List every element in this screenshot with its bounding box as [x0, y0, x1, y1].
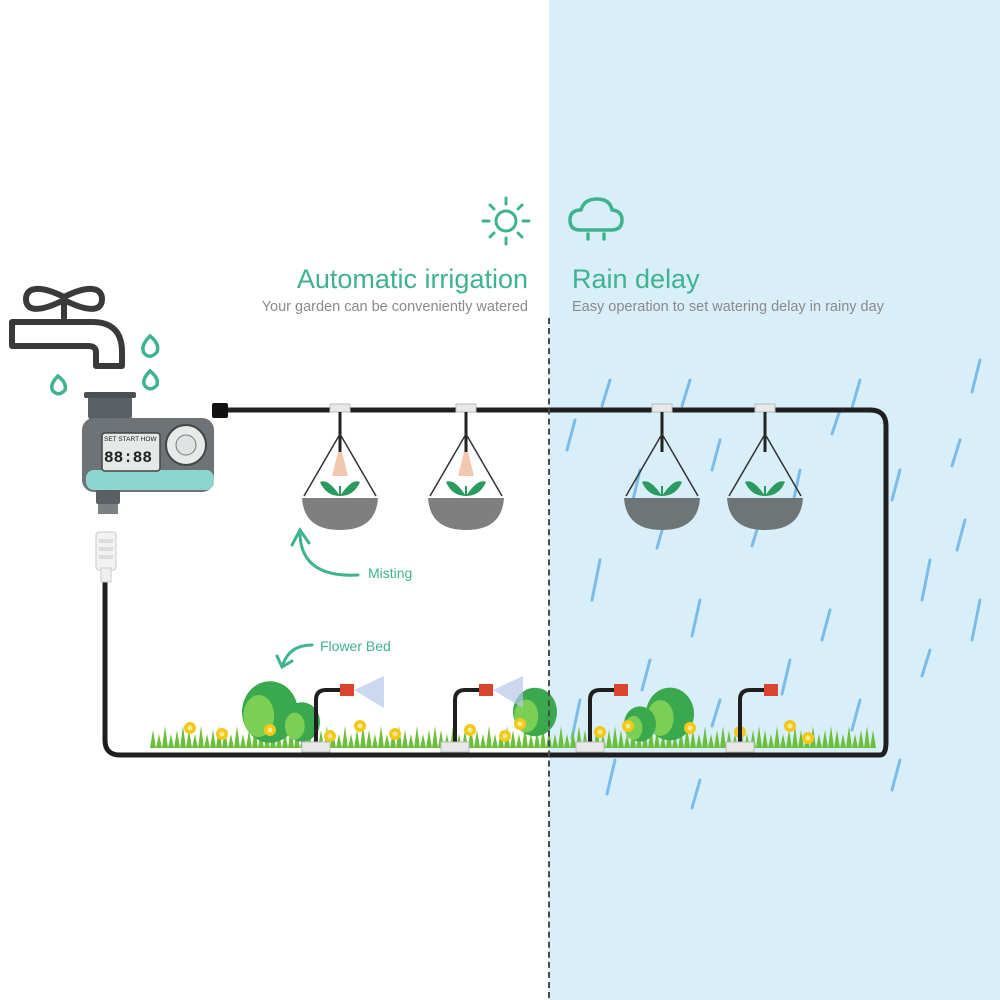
- rain-delay-subtitle: Easy operation to set watering delay in …: [572, 299, 884, 315]
- leaf-icon: [745, 481, 765, 496]
- leaf-icon: [642, 481, 662, 496]
- timer-lcd-labels: SET START HOW: [104, 436, 157, 443]
- mist-spray: [458, 452, 474, 476]
- sprinkler-head: [764, 684, 778, 696]
- automatic-irrigation-subtitle: Your garden can be conveniently watered: [261, 299, 528, 315]
- sprinkler-head: [340, 684, 354, 696]
- grass: [150, 726, 876, 748]
- misting-label: Misting: [368, 565, 413, 581]
- rain-drop: [850, 378, 862, 410]
- rain-drop: [640, 658, 652, 692]
- ground-sprinkler: [575, 684, 628, 753]
- rain-drop: [570, 698, 582, 740]
- tee-connector: [575, 741, 605, 753]
- irrigation-pipe: [102, 407, 889, 758]
- flower-bed-label: Flower Bed: [320, 638, 391, 654]
- rain-drop: [890, 468, 902, 502]
- flower-center: [805, 735, 811, 741]
- sprinkler-head: [479, 684, 493, 696]
- water-spray: [493, 676, 523, 708]
- water-spray: [354, 676, 384, 708]
- hanging-basket: [624, 403, 700, 530]
- leaf-icon: [765, 481, 785, 496]
- leaf-icon: [466, 481, 486, 496]
- leaf-icon: [340, 481, 360, 496]
- hanging-basket: [727, 403, 803, 530]
- automatic-irrigation-title: Automatic irrigation: [296, 264, 528, 294]
- panel-divider: [548, 318, 550, 998]
- pipe-end-cap: [212, 403, 228, 418]
- water-drop-icons: [50, 333, 160, 396]
- rain-drop: [920, 558, 932, 602]
- rain-drop: [565, 418, 577, 452]
- rain-drop: [710, 438, 722, 472]
- faucet-icon: [9, 286, 125, 369]
- rain-drop: [680, 378, 692, 408]
- rain-drop: [970, 358, 982, 394]
- flower-bed: [150, 676, 876, 753]
- rain-drops: [565, 358, 982, 810]
- rain-drop: [590, 558, 602, 602]
- flower-center: [597, 729, 603, 735]
- sun-icon: [481, 196, 531, 246]
- flower-center: [467, 727, 473, 733]
- rain-drop: [710, 698, 722, 728]
- flower-center: [187, 725, 193, 731]
- flower-center: [327, 733, 333, 739]
- mist-spray: [332, 452, 348, 476]
- tee-connector: [725, 741, 755, 753]
- flower-center: [517, 721, 523, 727]
- tee-connector: [301, 741, 331, 753]
- cloud-icon: [568, 197, 624, 241]
- rain-drop: [970, 598, 982, 642]
- flower-center: [392, 731, 398, 737]
- hanging-basket: [428, 403, 504, 530]
- rain-drop: [690, 598, 702, 638]
- rain-drop: [920, 648, 932, 678]
- rain-drop: [820, 608, 832, 642]
- rain-drop: [850, 698, 862, 732]
- ground-sprinkler: [301, 676, 384, 753]
- leaf-icon: [320, 481, 340, 496]
- rain-drop: [890, 758, 902, 792]
- misting-arrow-icon: [290, 527, 360, 577]
- flower-center: [687, 725, 693, 731]
- flower-center: [219, 731, 225, 737]
- hanging-basket: [302, 403, 378, 530]
- rain-drop: [950, 438, 962, 468]
- flower-center: [267, 727, 273, 733]
- timer-lcd-digits: 88:88: [104, 449, 152, 467]
- flower-center: [787, 723, 793, 729]
- flower-center: [502, 733, 508, 739]
- flower-bed-arrow-icon: [275, 643, 314, 670]
- rain-delay-title: Rain delay: [572, 264, 700, 294]
- ground-sprinkler: [725, 684, 778, 753]
- rain-drop: [600, 378, 612, 408]
- bush-leaf: [284, 712, 305, 740]
- hanging-baskets: [302, 403, 803, 530]
- tee-connector: [440, 741, 470, 753]
- water-timer-icon: [82, 392, 214, 514]
- hose-connector: [95, 531, 117, 583]
- ground-sprinkler: [440, 676, 523, 753]
- sprinkler-head: [614, 684, 628, 696]
- rain-drop: [605, 758, 617, 796]
- rain-drop: [780, 658, 792, 696]
- rain-drop: [690, 778, 702, 810]
- rain-drop: [955, 518, 967, 552]
- rain-drop: [830, 408, 842, 436]
- leaf-icon: [662, 481, 682, 496]
- flower-center: [625, 723, 631, 729]
- leaf-icon: [446, 481, 466, 496]
- flower-center: [357, 723, 363, 729]
